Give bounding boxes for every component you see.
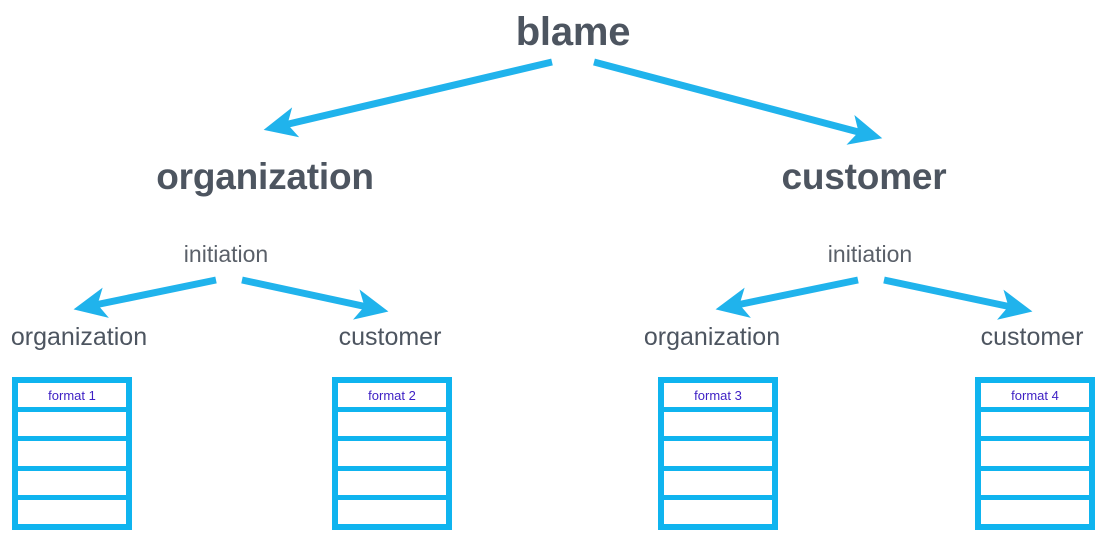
table-row: format 4 xyxy=(981,383,1089,408)
table-row xyxy=(664,470,772,495)
format-table-title: format 2 xyxy=(368,387,416,403)
format-table-2[interactable]: format 2 xyxy=(332,377,452,530)
table-row xyxy=(18,441,126,466)
table-row xyxy=(664,412,772,437)
table-row xyxy=(338,470,446,495)
arrow-initiation-right-to-organization xyxy=(715,276,859,318)
arrow-initiation-left-to-organization xyxy=(73,276,217,318)
format-table-4[interactable]: format 4 xyxy=(975,377,1095,530)
table-row xyxy=(981,470,1089,495)
table-row xyxy=(981,441,1089,466)
table-row xyxy=(338,499,446,525)
arrow-root-to-customer xyxy=(593,58,883,145)
node-root-blame: blame xyxy=(515,10,631,54)
table-row: format 3 xyxy=(664,383,772,408)
table-row xyxy=(18,412,126,437)
arrow-initiation-left-to-customer xyxy=(241,276,389,320)
table-row xyxy=(664,441,772,466)
table-row: format 1 xyxy=(18,383,126,408)
node-leaf-customer-1: customer xyxy=(338,323,442,351)
table-row xyxy=(18,470,126,495)
format-table-3[interactable]: format 3 xyxy=(658,377,778,530)
node-initiation-left: initiation xyxy=(183,241,269,267)
node-initiation-right: initiation xyxy=(827,241,913,267)
node-leaf-organization-1: organization xyxy=(10,323,148,351)
table-row xyxy=(981,499,1089,525)
format-table-1[interactable]: format 1 xyxy=(12,377,132,530)
table-row xyxy=(338,441,446,466)
format-table-title: format 1 xyxy=(48,387,96,403)
table-row xyxy=(18,499,126,525)
node-branch-organization: organization xyxy=(156,156,374,197)
format-table-title: format 3 xyxy=(694,387,742,403)
table-row xyxy=(664,499,772,525)
format-table-title: format 4 xyxy=(1011,387,1059,403)
arrow-initiation-right-to-customer xyxy=(883,276,1033,320)
node-leaf-organization-2: organization xyxy=(643,323,781,351)
arrow-root-to-organization xyxy=(263,58,553,138)
table-row xyxy=(981,412,1089,437)
table-row: format 2 xyxy=(338,383,446,408)
table-row xyxy=(338,412,446,437)
node-branch-customer: customer xyxy=(781,156,947,197)
node-leaf-customer-2: customer xyxy=(980,323,1084,351)
